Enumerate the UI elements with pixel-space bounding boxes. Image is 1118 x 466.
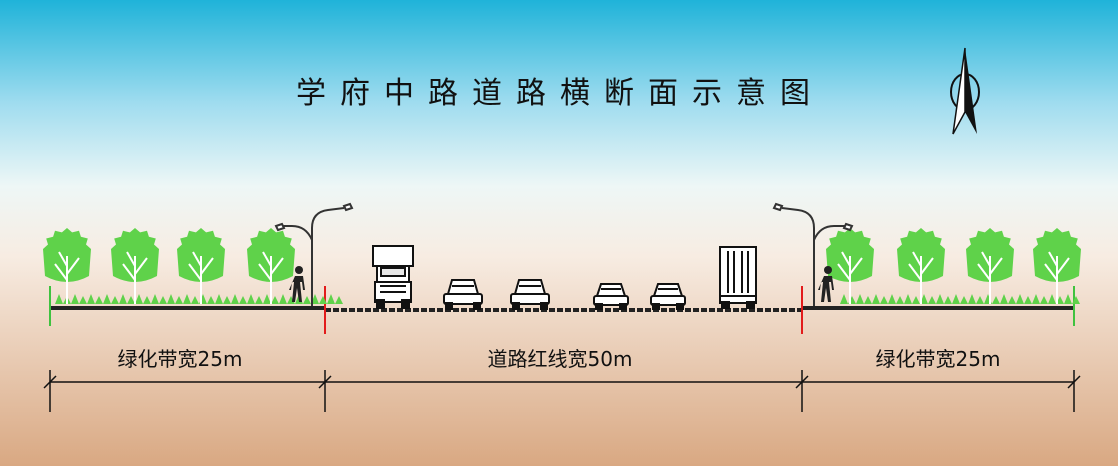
dimension-line [43,370,1081,412]
car-icon [650,283,686,310]
street-lamp-icon [772,202,854,306]
tree-icon [247,228,295,304]
right-shrubs [840,294,1080,304]
tree-icon [177,228,225,304]
truck-icon [372,245,414,309]
car-icon [443,279,483,310]
left-shrubs [55,294,343,304]
tree-icon [826,228,874,304]
street-lamp-icon [274,202,354,306]
road-red-line-label: 道路红线宽50m [487,347,633,371]
tree-icon [43,228,91,304]
tree-icon [1033,228,1081,304]
car-icon [510,279,550,310]
diagram-title: 学府中路道路横断面示意图 [296,76,824,111]
north-arrow-icon [950,47,980,135]
pedestrian-icon [289,266,305,302]
pedestrian-icon [818,266,834,302]
left-green-belt-label: 绿化带宽25m [117,347,243,371]
bus-icon [719,246,757,309]
tree-icon [111,228,159,304]
tree-icon [966,228,1014,304]
tree-icon [897,228,945,304]
right-green-belt-label: 绿化带宽25m [875,347,1001,371]
car-icon [593,283,629,310]
